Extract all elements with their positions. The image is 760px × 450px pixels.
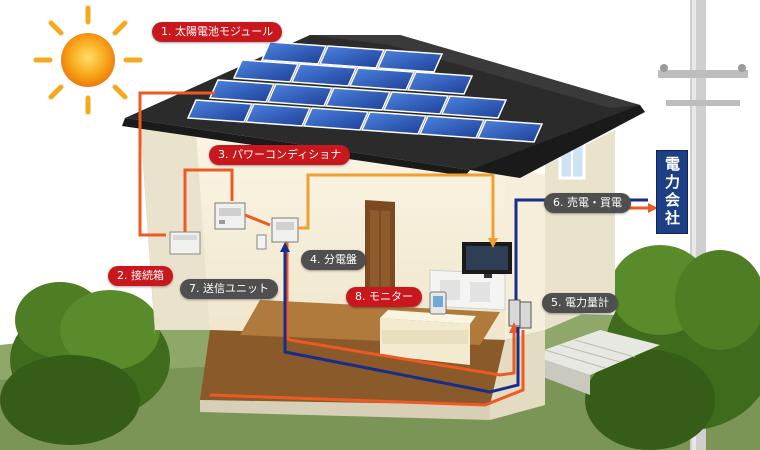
transmitter-unit (256, 234, 267, 250)
label-monitor: 8. モニター (346, 287, 422, 307)
sofa (380, 310, 476, 365)
label-sell-buy: 6. 売電・買電 (544, 193, 631, 213)
power-company-label: 電力会社 (656, 150, 688, 234)
monitor-device (429, 291, 447, 315)
solar-panel (302, 107, 370, 131)
label-transmitter: 7. 送信ユニット (180, 279, 278, 299)
label-power-conditioner: 3. パワーコンディショナ (209, 145, 351, 165)
wire-supply (298, 173, 498, 248)
label-solar-module: 1. 太陽電池モジュール (152, 22, 283, 42)
solar-panel (290, 63, 358, 87)
distribution-board (271, 217, 299, 243)
sun-icon (33, 5, 143, 115)
solar-panel (418, 115, 486, 139)
solar-panel (208, 79, 276, 103)
label-distribution-board: 4. 分電盤 (301, 250, 366, 270)
label-junction-box: 2. 接続箱 (108, 266, 173, 286)
power-conditioner (214, 202, 246, 230)
tv (429, 242, 512, 311)
solar-panel (232, 59, 300, 83)
solar-panel (376, 49, 444, 73)
solar-panel (476, 119, 544, 143)
tree-right (585, 245, 760, 450)
solar-panel (348, 67, 416, 91)
solar-panel (266, 83, 334, 107)
solar-panel (244, 103, 312, 127)
wire-generation (138, 91, 658, 407)
label-meter: 5. 電力量計 (542, 293, 618, 313)
solar-panel (324, 87, 392, 111)
solar-panel (406, 71, 474, 95)
electricity-meter (508, 299, 532, 329)
junction-box (169, 231, 201, 255)
solar-panel (186, 99, 254, 123)
solar-panel (260, 41, 328, 65)
solar-panel (360, 111, 428, 135)
solar-panel (318, 45, 386, 69)
solar-panel (382, 91, 450, 115)
solar-panels (186, 41, 544, 143)
tree-left (0, 282, 170, 445)
solar-panel (440, 95, 508, 119)
